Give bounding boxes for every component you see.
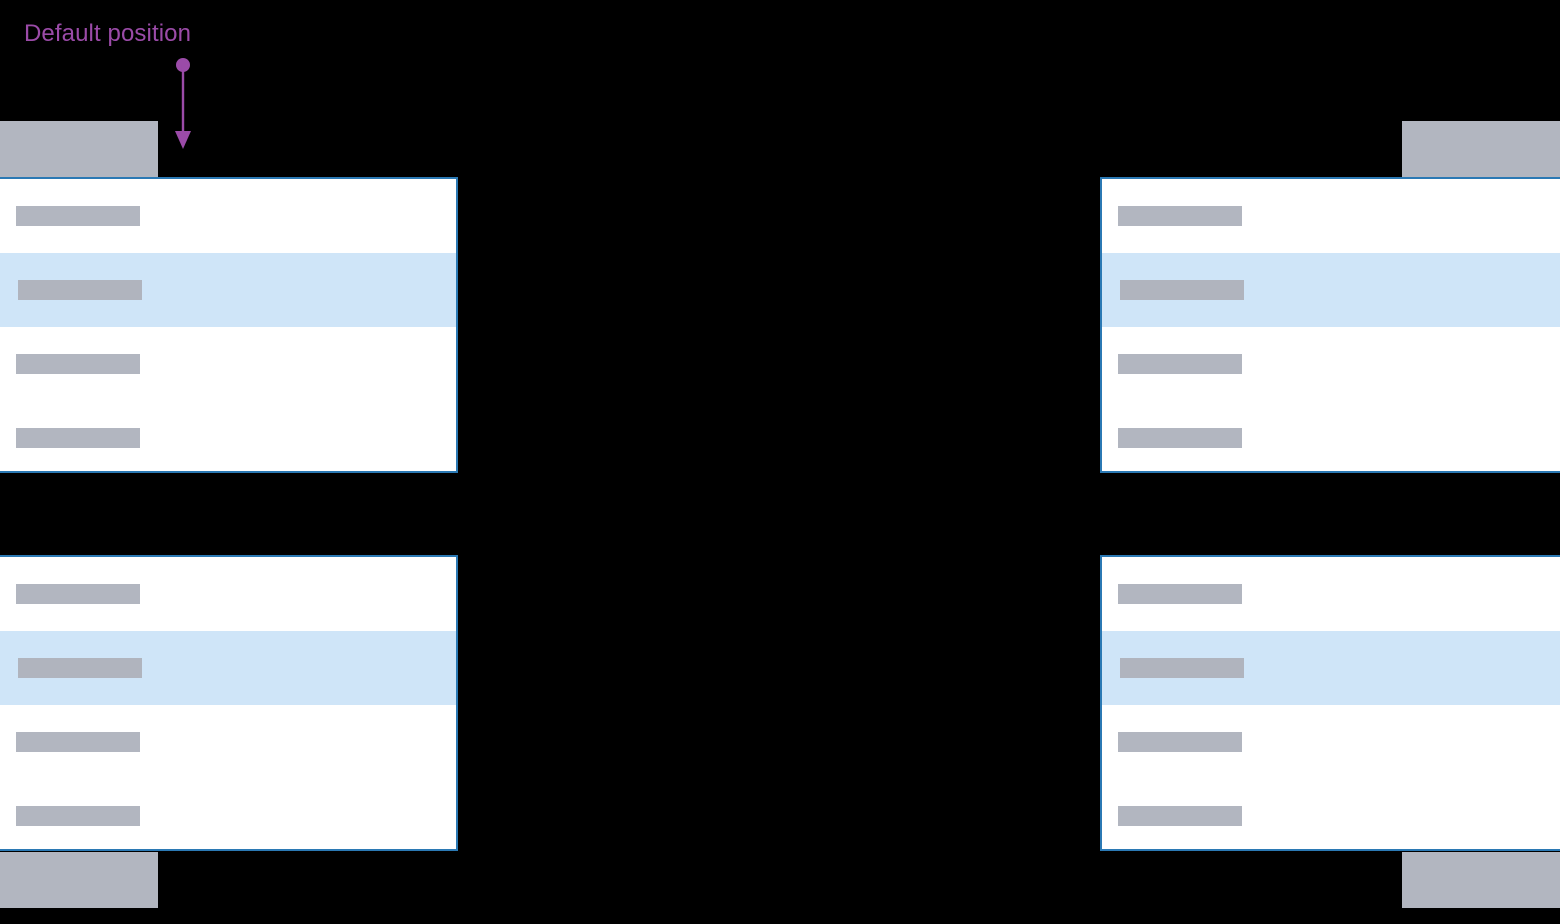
- list-item-placeholder-bar: [1120, 658, 1244, 678]
- list-item-selected[interactable]: [0, 631, 456, 705]
- list-item[interactable]: [1102, 557, 1560, 631]
- default-position-label: Default position: [24, 20, 192, 47]
- list-item-placeholder-bar: [1118, 428, 1242, 448]
- list-item[interactable]: [1102, 327, 1560, 401]
- list-item-placeholder-bar: [1118, 206, 1242, 226]
- list-item[interactable]: [1102, 179, 1560, 253]
- list-item-placeholder-bar: [1120, 280, 1244, 300]
- flyout-panel-bottom-right: [1100, 555, 1560, 851]
- list-item-placeholder-bar: [1118, 806, 1242, 826]
- list-item-selected[interactable]: [1102, 253, 1560, 327]
- anchor-block-top-right[interactable]: [1402, 121, 1560, 177]
- list-item[interactable]: [0, 179, 456, 253]
- list-item-placeholder-bar: [16, 428, 140, 448]
- list-item-placeholder-bar: [16, 806, 140, 826]
- list-item-placeholder-bar: [18, 280, 142, 300]
- anchor-block-top-left[interactable]: [0, 121, 158, 177]
- list-item-selected[interactable]: [1102, 631, 1560, 705]
- flyout-panel-bottom-left: [0, 555, 458, 851]
- list-item-selected[interactable]: [0, 253, 456, 327]
- list-item[interactable]: [0, 779, 456, 849]
- list-item[interactable]: [1102, 705, 1560, 779]
- list-item[interactable]: [0, 401, 456, 471]
- list-item[interactable]: [0, 327, 456, 401]
- list-item-placeholder-bar: [16, 732, 140, 752]
- default-position-arrow-icon: [175, 58, 191, 149]
- anchor-block-bottom-left[interactable]: [0, 852, 158, 908]
- list-item-placeholder-bar: [16, 354, 140, 374]
- flyout-panel-top-right: [1100, 177, 1560, 473]
- anchor-block-bottom-right[interactable]: [1402, 852, 1560, 908]
- list-item[interactable]: [1102, 779, 1560, 849]
- list-item-placeholder-bar: [1118, 584, 1242, 604]
- list-item-placeholder-bar: [16, 206, 140, 226]
- list-item-placeholder-bar: [18, 658, 142, 678]
- list-item[interactable]: [1102, 401, 1560, 471]
- list-item[interactable]: [0, 705, 456, 779]
- list-item[interactable]: [0, 557, 456, 631]
- list-item-placeholder-bar: [16, 584, 140, 604]
- list-item-placeholder-bar: [1118, 354, 1242, 374]
- flyout-panel-top-left: [0, 177, 458, 473]
- list-item-placeholder-bar: [1118, 732, 1242, 752]
